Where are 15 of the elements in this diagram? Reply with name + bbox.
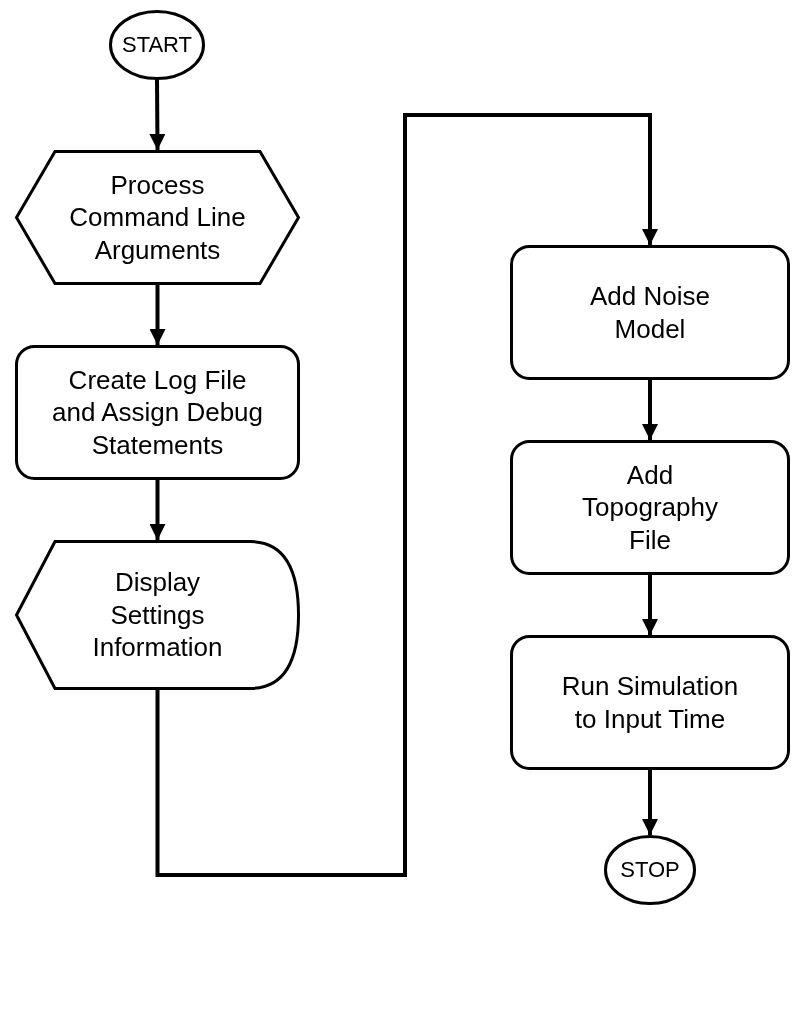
arrow bbox=[642, 770, 658, 835]
terminal-oval: START bbox=[109, 10, 205, 80]
process-box: Add Noise Model bbox=[510, 245, 790, 380]
process-box: Run Simulation to Input Time bbox=[510, 635, 790, 770]
arrow bbox=[149, 80, 166, 150]
arrow bbox=[642, 575, 658, 635]
arrow bbox=[149, 285, 166, 345]
process-box: Add Topography File bbox=[510, 440, 790, 575]
process-box: Create Log File and Assign Debug Statements bbox=[15, 345, 300, 480]
arrow bbox=[149, 480, 166, 540]
arrow bbox=[155, 113, 658, 877]
arrow bbox=[642, 380, 658, 440]
terminal-oval: STOP bbox=[604, 835, 696, 905]
display-shape: Display Settings Information bbox=[15, 540, 300, 690]
preparation-hexagon: Process Command Line Arguments bbox=[15, 150, 300, 285]
